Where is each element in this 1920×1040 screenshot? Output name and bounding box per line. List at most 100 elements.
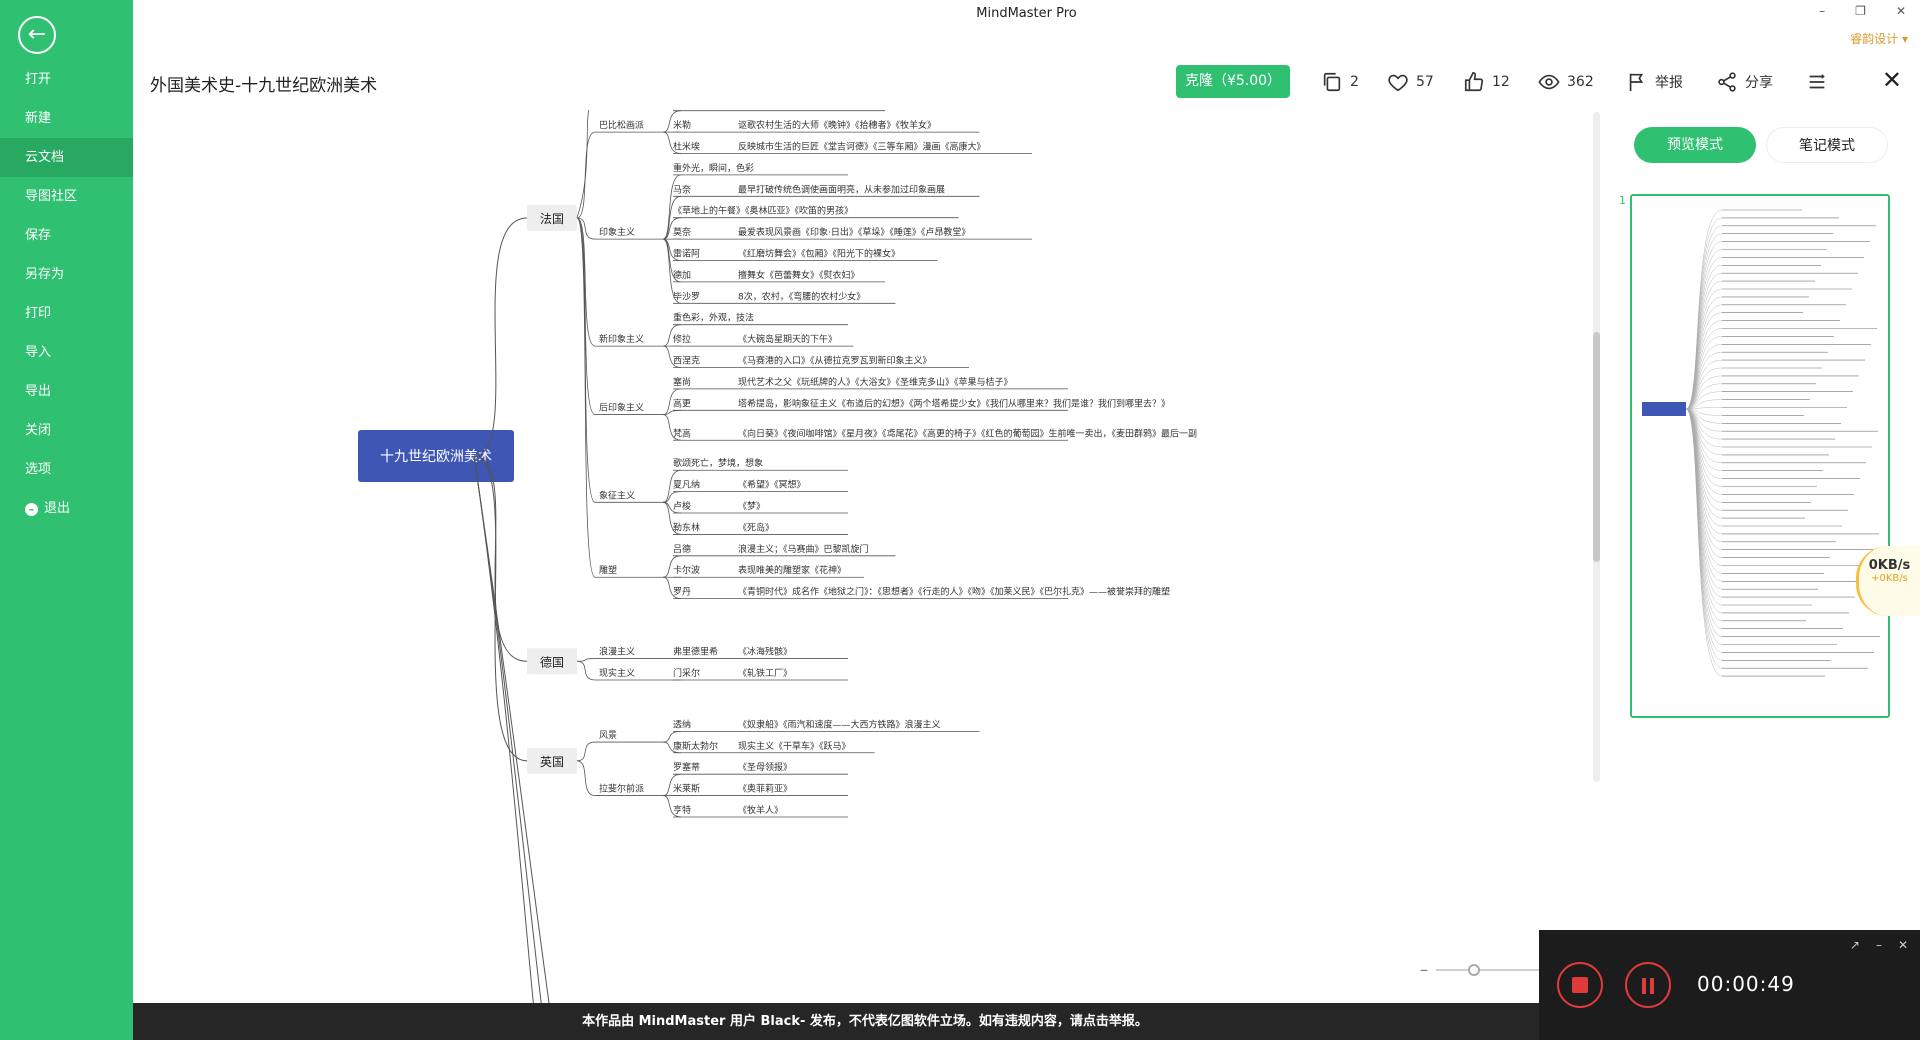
item-description[interactable]: 《红磨坊舞会》《包厢》《阳光下的裸女》 — [738, 248, 900, 260]
mindmap-canvas[interactable]: 十九世纪欧洲美术柯罗银灰调色彩《孟特芳丹的回忆》米勒讴歌农村生活的大师《晚钟》《… — [133, 110, 1597, 1003]
item-description[interactable]: 《奴隶船》《雨汽和速度——大西方铁路》浪漫主义 — [738, 718, 941, 730]
group-label[interactable]: 浪漫主义 — [599, 646, 635, 658]
vertical-scrollbar[interactable] — [1593, 112, 1600, 782]
item-description[interactable]: 《向日葵》《夜间咖啡馆》《星月夜》《鸢尾花》《高更的椅子》《红色的葡萄园》生前唯… — [738, 427, 1197, 439]
group-label[interactable]: 现实主义 — [599, 667, 635, 679]
item-description[interactable]: 《圣母领报》 — [738, 761, 792, 773]
group-label[interactable]: 风景 — [599, 730, 617, 741]
item-description[interactable]: 《牧羊人》 — [738, 804, 783, 816]
root-node[interactable]: 十九世纪欧洲美术 — [358, 430, 514, 482]
recorder-close-icon[interactable]: ✕ — [1897, 938, 1908, 952]
artist-label[interactable]: 梵高 — [673, 427, 691, 439]
item-description[interactable]: 现实主义《干草车》《跃马》 — [738, 740, 851, 752]
recorder-minimize-icon[interactable]: – — [1875, 938, 1882, 952]
artist-label[interactable]: 卢梭 — [673, 500, 691, 512]
artist-label[interactable]: 修拉 — [673, 333, 691, 345]
window-close-icon[interactable]: ✕ — [1895, 4, 1906, 18]
artist-label[interactable]: 门采尔 — [673, 667, 700, 679]
item-description[interactable]: 讴歌农村生活的大师《晚钟》《拾穗者》《牧羊女》 — [738, 119, 936, 131]
scrollbar-thumb[interactable] — [1593, 332, 1600, 562]
minimize-icon[interactable]: – — [1819, 4, 1826, 18]
footer-notice[interactable]: 本作品由 MindMaster 用户 Black- 发布，不代表亿图软件立场。如… — [133, 1003, 1597, 1040]
like-stat[interactable]: 12 — [1463, 71, 1510, 93]
artist-label[interactable]: 雷诺阿 — [673, 249, 700, 260]
favorite-stat[interactable]: 57 — [1387, 71, 1434, 93]
group-label[interactable]: 新印象主义 — [599, 333, 644, 345]
item-description[interactable]: 反映城市生活的巨匠《堂吉诃德》《三等车厢》漫画《高康大》 — [738, 141, 986, 153]
artist-label[interactable]: 透纳 — [673, 718, 691, 730]
share-button[interactable]: 分享 — [1716, 71, 1773, 93]
item-description[interactable]: 擅舞女《芭蕾舞女》《熨衣妇》 — [738, 269, 860, 281]
country-node[interactable]: 德国 — [527, 648, 577, 675]
artist-label[interactable]: 莫奈 — [673, 226, 691, 238]
artist-label[interactable]: 米莱斯 — [673, 783, 700, 795]
sidebar-item[interactable]: 云文档 — [0, 138, 133, 177]
artist-label[interactable]: 卡尔波 — [673, 564, 700, 576]
zoom-slider-knob[interactable] — [1468, 963, 1480, 976]
country-node[interactable]: 英国 — [527, 747, 577, 774]
sidebar-item[interactable]: 导图社区 — [0, 177, 133, 216]
sidebar-item[interactable]: 保存 — [0, 216, 133, 255]
group-label[interactable]: 后印象主义 — [599, 402, 644, 414]
sidebar-item[interactable]: 打开 — [0, 60, 133, 99]
artist-label[interactable]: 杜米埃 — [673, 141, 700, 153]
sidebar-item[interactable]: 另存为 — [0, 255, 133, 294]
group-label[interactable]: 印象主义 — [599, 226, 635, 238]
item-description[interactable]: 重外光，瞬间，色彩 — [673, 162, 754, 174]
artist-label[interactable]: 塞尚 — [673, 376, 691, 388]
user-menu[interactable]: 睿韵设计 ▾ — [1850, 32, 1908, 46]
clone-button[interactable]: 克隆（¥5.00） — [1176, 65, 1290, 98]
artist-label[interactable]: 高更 — [673, 397, 691, 409]
item-description[interactable]: 《轧铁工厂》 — [738, 667, 792, 679]
artist-label[interactable]: 马奈 — [673, 183, 691, 195]
preview-mode-button[interactable]: 预览模式 — [1634, 127, 1756, 163]
artist-label[interactable]: 德加 — [673, 269, 691, 281]
country-node[interactable]: 法国 — [527, 205, 577, 231]
item-description[interactable]: 最早打破传统色调使画面明亮，从未参加过印象画展 — [738, 183, 945, 195]
sidebar-item[interactable]: 导出 — [0, 372, 133, 411]
artist-label[interactable]: 西涅克 — [673, 356, 700, 367]
item-description[interactable]: 现代艺术之父《玩纸牌的人》《大浴女》《圣维克多山》《苹果与桔子》 — [738, 376, 1013, 388]
item-description[interactable]: 《希望》《冥想》 — [738, 479, 806, 491]
page-thumbnail[interactable] — [1630, 194, 1890, 718]
artist-label[interactable]: 罗塞蒂 — [673, 761, 700, 773]
item-description[interactable]: 塔希提岛，影响象征主义《布道后的幻想》《两个塔希提少女》《我们从哪里来？我们是谁… — [738, 397, 1170, 409]
zoom-out-icon[interactable]: – — [1420, 960, 1428, 979]
group-label[interactable]: 拉斐尔前派 — [599, 783, 644, 795]
artist-label[interactable]: 罗丹 — [673, 587, 691, 598]
artist-label[interactable]: 夏凡纳 — [673, 479, 700, 491]
item-description[interactable]: 歌颂死亡，梦境，想象 — [673, 457, 763, 469]
sidebar-item[interactable]: 导入 — [0, 333, 133, 372]
item-description[interactable]: 《冰海残骸》 — [738, 646, 792, 658]
item-description[interactable]: 表现唯美的雕塑家《花神》 — [738, 564, 846, 576]
sidebar-item[interactable]: 新建 — [0, 99, 133, 138]
artist-label[interactable]: 勒东林 — [673, 521, 700, 533]
record-pause-button[interactable] — [1625, 962, 1671, 1008]
sidebar-item[interactable]: –退出 — [0, 489, 133, 528]
item-description[interactable]: 最爱表现风景画《印象·日出》《草垛》《睡莲》《卢昂教堂》 — [738, 226, 970, 238]
item-description[interactable]: 《梦》 — [738, 501, 765, 512]
sidebar-item[interactable]: 选项 — [0, 450, 133, 489]
artist-label[interactable]: 吕德 — [673, 543, 691, 555]
group-label[interactable]: 象征主义 — [599, 489, 635, 501]
note-mode-button[interactable]: 笔记模式 — [1766, 127, 1888, 163]
group-label[interactable]: 巴比松画派 — [599, 119, 644, 131]
item-description[interactable]: 《青铜时代》成名作《地狱之门》：《思想者》《行走的人》《吻》《加莱义民》《巴尔扎… — [738, 586, 1170, 598]
pages-stat[interactable]: 2 — [1321, 71, 1359, 93]
report-button[interactable]: 举报 — [1626, 71, 1683, 93]
sidebar-item[interactable]: 打印 — [0, 294, 133, 333]
record-stop-button[interactable] — [1557, 962, 1603, 1008]
artist-label[interactable]: 康斯太勃尔 — [673, 740, 718, 752]
artist-label[interactable]: 米勒 — [673, 119, 691, 131]
sidebar-item[interactable]: 关闭 — [0, 411, 133, 450]
artist-label[interactable]: 弗里德里希 — [673, 646, 718, 658]
group-label[interactable]: 雕塑 — [599, 564, 617, 576]
zoom-control[interactable]: – — [1420, 960, 1546, 979]
item-description[interactable]: 《奥菲莉亚》 — [738, 783, 792, 795]
item-description[interactable]: 《草地上的午餐》《奥林匹亚》《吹笛的男孩》 — [673, 205, 853, 217]
popout-icon[interactable]: ↗ — [1849, 938, 1860, 952]
outline-menu-button[interactable] — [1806, 71, 1828, 93]
item-description[interactable]: 浪漫主义；《马赛曲》巴黎凯旋门 — [738, 543, 869, 555]
item-description[interactable]: 重色彩，外观，技法 — [673, 312, 754, 324]
back-arrow-icon[interactable]: ← — [18, 16, 56, 54]
